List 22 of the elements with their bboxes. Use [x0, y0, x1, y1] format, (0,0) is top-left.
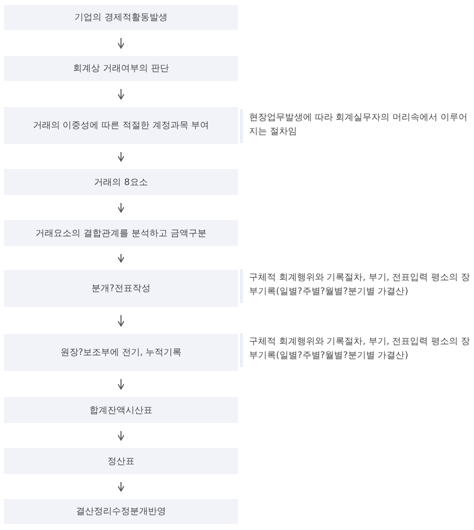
side-note: 구체적 회계행위와 기록절차, 부기, 전표입력 평소의 장부기록(일별?주별?월별?분기별 가결산)	[240, 333, 471, 367]
box-text: 거래요소의 결합관계를 분석하고 금액구분	[36, 228, 206, 240]
arrow	[118, 378, 124, 390]
arrow	[118, 152, 124, 162]
box-text: 회계상 거래여부의 판단	[73, 63, 169, 75]
box-text: 거래의 8요소	[94, 176, 148, 188]
arrow	[118, 38, 124, 48]
box-text: 결산정리수정분개반영	[76, 506, 166, 518]
arrow	[118, 88, 124, 100]
arrow	[118, 202, 124, 212]
side-note: 현장업무발생에 따라 회계실무자의 머리속에서 이루어지는 절차임	[240, 109, 471, 143]
box-text: 정산표	[108, 456, 134, 468]
box-text: 기업의 경제적활동발생	[74, 12, 168, 24]
arrow	[118, 482, 124, 492]
box-text: 합계잔액시산표	[90, 404, 152, 416]
side-note: 구체적 회계행위와 기록절차, 부기, 전표입력 평소의 장부기록(일별?주별?월별?분기별 가결산)	[240, 269, 471, 303]
arrow	[118, 314, 124, 326]
arrow	[118, 430, 124, 440]
box-text: 분개?전표작성	[92, 283, 150, 295]
arrow	[118, 254, 124, 262]
box-text: 원장?보조부에 전기, 누적기록	[60, 347, 182, 359]
box-text: 거래의 이중성에 따른 적절한 계정과목 부여	[32, 120, 210, 132]
